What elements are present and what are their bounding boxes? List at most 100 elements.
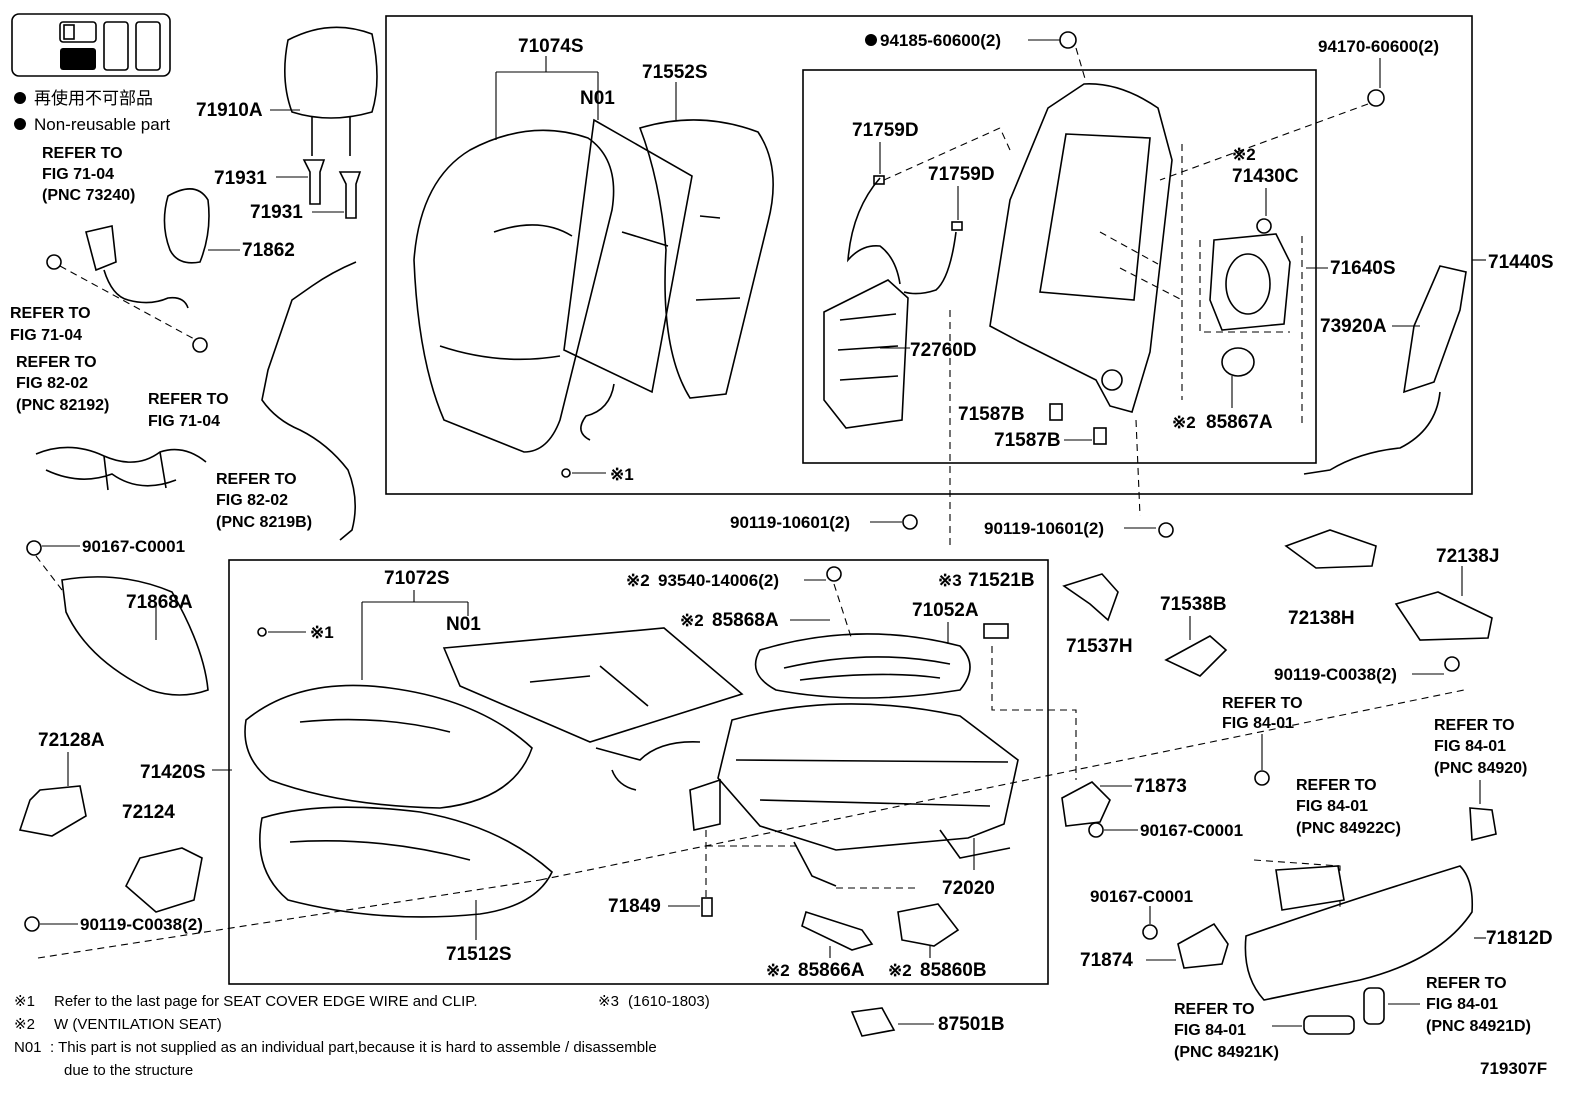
nut-icon: [1367, 89, 1385, 107]
svg-text:FIG 71-04: FIG 71-04: [42, 166, 114, 183]
bracket-71874-illustration: [1177, 922, 1229, 969]
label-90119-c0038-a: 90119-C0038(2): [1274, 665, 1397, 684]
svg-text:REFER TO: REFER TO: [216, 471, 297, 488]
label-71874: 71874: [1080, 950, 1133, 971]
refer-pnc-84922c: REFER TO FIG 84-01 (PNC 84922C): [1296, 777, 1401, 837]
seat-cushion-pad-71512S-illustration: [259, 806, 553, 918]
label-71640S: 71640S: [1330, 258, 1396, 279]
seatback-pad-n01-illustration: [563, 118, 693, 394]
label-90167-a: 90167-C0001: [82, 537, 185, 556]
clip-icon: [26, 540, 42, 556]
label-73920A: 73920A: [1320, 316, 1387, 337]
seatback-assembly-frame: [385, 15, 1473, 495]
seatback-pad-71552S-illustration: [638, 119, 774, 399]
label-n01-top: N01: [580, 88, 615, 109]
label-87501B: 87501B: [938, 1014, 1005, 1035]
label-90167-c: 90167-C0001: [1090, 887, 1193, 906]
label-71552S: 71552S: [642, 62, 708, 83]
screw-icon: [1142, 924, 1158, 940]
refer-pnc-84921d: REFER TO FIG 84-01 (PNC 84921D): [1426, 975, 1531, 1035]
svg-text:REFER TO: REFER TO: [1434, 717, 1515, 734]
non-reusable-dot-icon: [14, 118, 26, 130]
label-71420S: 71420S: [140, 762, 206, 783]
label-71759D-b: 71759D: [928, 164, 995, 185]
cover-71862-illustration: [163, 188, 210, 264]
svg-text:(PNC 84921D): (PNC 84921D): [1426, 1018, 1531, 1035]
svg-text:(PNC 8219B): (PNC 8219B): [216, 514, 312, 531]
label-71862: 71862: [242, 240, 295, 261]
label-71537H: 71537H: [1066, 636, 1133, 657]
label-x2-85867A: ※2: [1172, 413, 1196, 432]
label-93540: 93540-14006(2): [658, 571, 779, 590]
pad-71521B-icon: [983, 623, 1009, 639]
refer-fig-84-01-a: REFER TO FIG 84-01: [1222, 695, 1303, 732]
seat-cushion-frame-illustration: [689, 703, 1019, 887]
label-x2-93540: ※2: [626, 571, 650, 590]
side-airbag-illustration: [1303, 265, 1467, 475]
wire-harness-center-illustration: [261, 261, 357, 541]
label-71587B-a: 71587B: [958, 404, 1025, 425]
clip-icon: [1049, 403, 1063, 421]
wire-harness-illustration: [35, 446, 207, 491]
label-x1-bottom: ※1: [310, 623, 334, 642]
footnote-2-mark: ※2: [14, 1016, 35, 1033]
label-90167-b: 90167-C0001: [1140, 821, 1243, 840]
label-94185: 94185-60600(2): [880, 31, 1001, 50]
svg-text:FIG 82-02: FIG 82-02: [16, 375, 88, 392]
sensor-85866A-illustration: [801, 910, 874, 951]
label-72138H: 72138H: [1288, 608, 1355, 629]
label-71052A: 71052A: [912, 600, 979, 621]
ventilation-fan-71640S-illustration: [1209, 233, 1291, 377]
label-71873: 71873: [1134, 776, 1187, 797]
label-x3-71521B: ※3: [938, 571, 962, 590]
cover-71538B-illustration: [1164, 635, 1228, 677]
label-71440S: 71440S: [1488, 252, 1554, 273]
svg-text:FIG 71-04: FIG 71-04: [148, 413, 220, 430]
screw-icon: [826, 566, 842, 582]
clip-icon: [192, 337, 208, 353]
label-71072S: 71072S: [384, 568, 450, 589]
non-reusable-dot-icon: [865, 34, 877, 46]
label-x2-85860B: ※2: [888, 961, 912, 980]
svg-text:FIG 84-01: FIG 84-01: [1434, 738, 1506, 755]
seat-heater-71052A-illustration: [754, 633, 971, 699]
label-71812D: 71812D: [1486, 928, 1553, 949]
screw-icon: [1088, 822, 1104, 838]
cover-72138H-illustration: [1284, 529, 1377, 569]
label-71512S: 71512S: [446, 944, 512, 965]
nut-icon: [1059, 31, 1077, 49]
svg-text:FIG 84-01: FIG 84-01: [1426, 996, 1498, 1013]
label-72760D: 72760D: [910, 340, 977, 361]
svg-text:FIG 84-01: FIG 84-01: [1222, 715, 1294, 732]
refer-pnc-84921k: REFER TO FIG 84-01 (PNC 84921K): [1174, 1001, 1279, 1061]
label-72124: 72124: [122, 802, 175, 823]
seat-cushion-assembly-frame: [228, 559, 1049, 985]
label-72128A: 72128A: [38, 730, 105, 751]
label-x2-71430C: ※2: [1232, 145, 1256, 164]
cover-72138J-illustration: [1394, 591, 1493, 641]
svg-text:(PNC 82192): (PNC 82192): [16, 397, 109, 414]
label-n01-bottom: N01: [446, 614, 481, 635]
label-85867A: 85867A: [1206, 412, 1273, 433]
legend-non-reusable-jp: 再使用不可部品: [34, 88, 153, 108]
cover-72124-illustration: [125, 847, 203, 913]
switch-84920-illustration: [1469, 807, 1497, 842]
footnote-3-text: (1610-1803): [628, 993, 710, 1010]
refer-pnc-73240: REFER TO FIG 71-04 (PNC 73240): [42, 145, 135, 204]
label-71931-b: 71931: [250, 202, 303, 223]
svg-text:FIG 84-01: FIG 84-01: [1296, 798, 1368, 815]
cover-71868A-illustration: [61, 576, 209, 696]
knob-84921D-icon: [1363, 987, 1385, 1025]
position-icon: [11, 13, 171, 77]
cushion-harness-illustration: [595, 741, 701, 791]
footnote-3-mark: ※3: [598, 993, 619, 1010]
refer-fig-71-04-b: REFER TO FIG 71-04: [148, 391, 229, 430]
clip-icon: [701, 897, 713, 917]
label-71587B-b: 71587B: [994, 430, 1061, 451]
clip-icon: [561, 468, 571, 478]
svg-text:FIG 82-02: FIG 82-02: [216, 492, 288, 509]
label-72020: 72020: [942, 878, 995, 899]
screw-icon: [1254, 770, 1270, 786]
label-71910A: 71910A: [196, 100, 263, 121]
svg-text:REFER TO: REFER TO: [16, 354, 97, 371]
